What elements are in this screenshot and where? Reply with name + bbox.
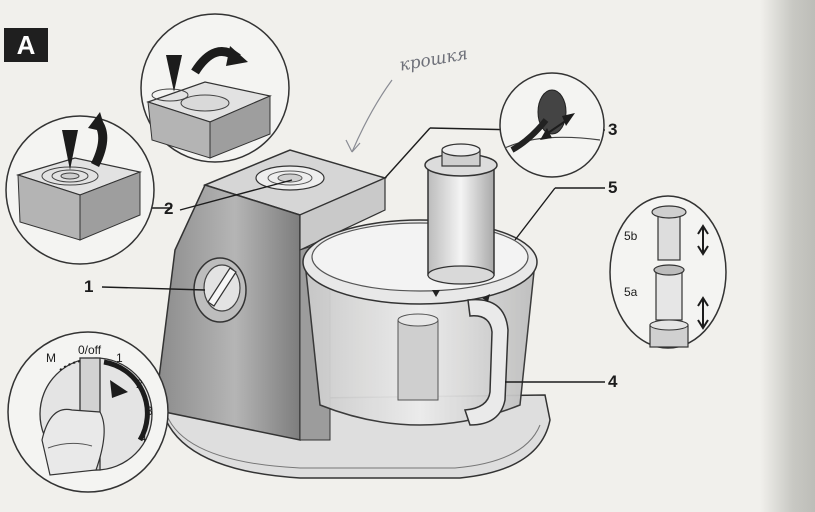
callout-1: 1: [84, 277, 94, 296]
inset-press-lid-2: [140, 13, 290, 163]
dial-label-1: 1: [116, 351, 123, 365]
mixing-bowl: [302, 219, 538, 426]
dial-label-m: M: [46, 351, 56, 365]
pencil-arrow: [345, 79, 393, 153]
callout-4: 4: [608, 372, 618, 391]
dial-label-off: 0/off: [78, 343, 102, 357]
page-edge-shadow: [760, 0, 815, 512]
callout-2: 2: [164, 199, 174, 218]
dial-label-4: 4: [140, 431, 147, 445]
inset-pusher: [609, 195, 727, 349]
dial-label-3: 3: [146, 404, 153, 418]
callout-3: 3: [608, 120, 618, 139]
feed-tube: [424, 143, 498, 285]
callout-5: 5: [608, 178, 618, 197]
inset-cord: [499, 72, 605, 178]
dial-label-2: 2: [136, 377, 143, 391]
figure-badge: A: [4, 28, 48, 62]
inset-dial: [7, 331, 169, 493]
label-5a: 5a: [624, 285, 638, 299]
inset-press-lid: [5, 112, 155, 265]
label-5b: 5b: [624, 229, 638, 243]
speed-knob: [193, 257, 247, 323]
